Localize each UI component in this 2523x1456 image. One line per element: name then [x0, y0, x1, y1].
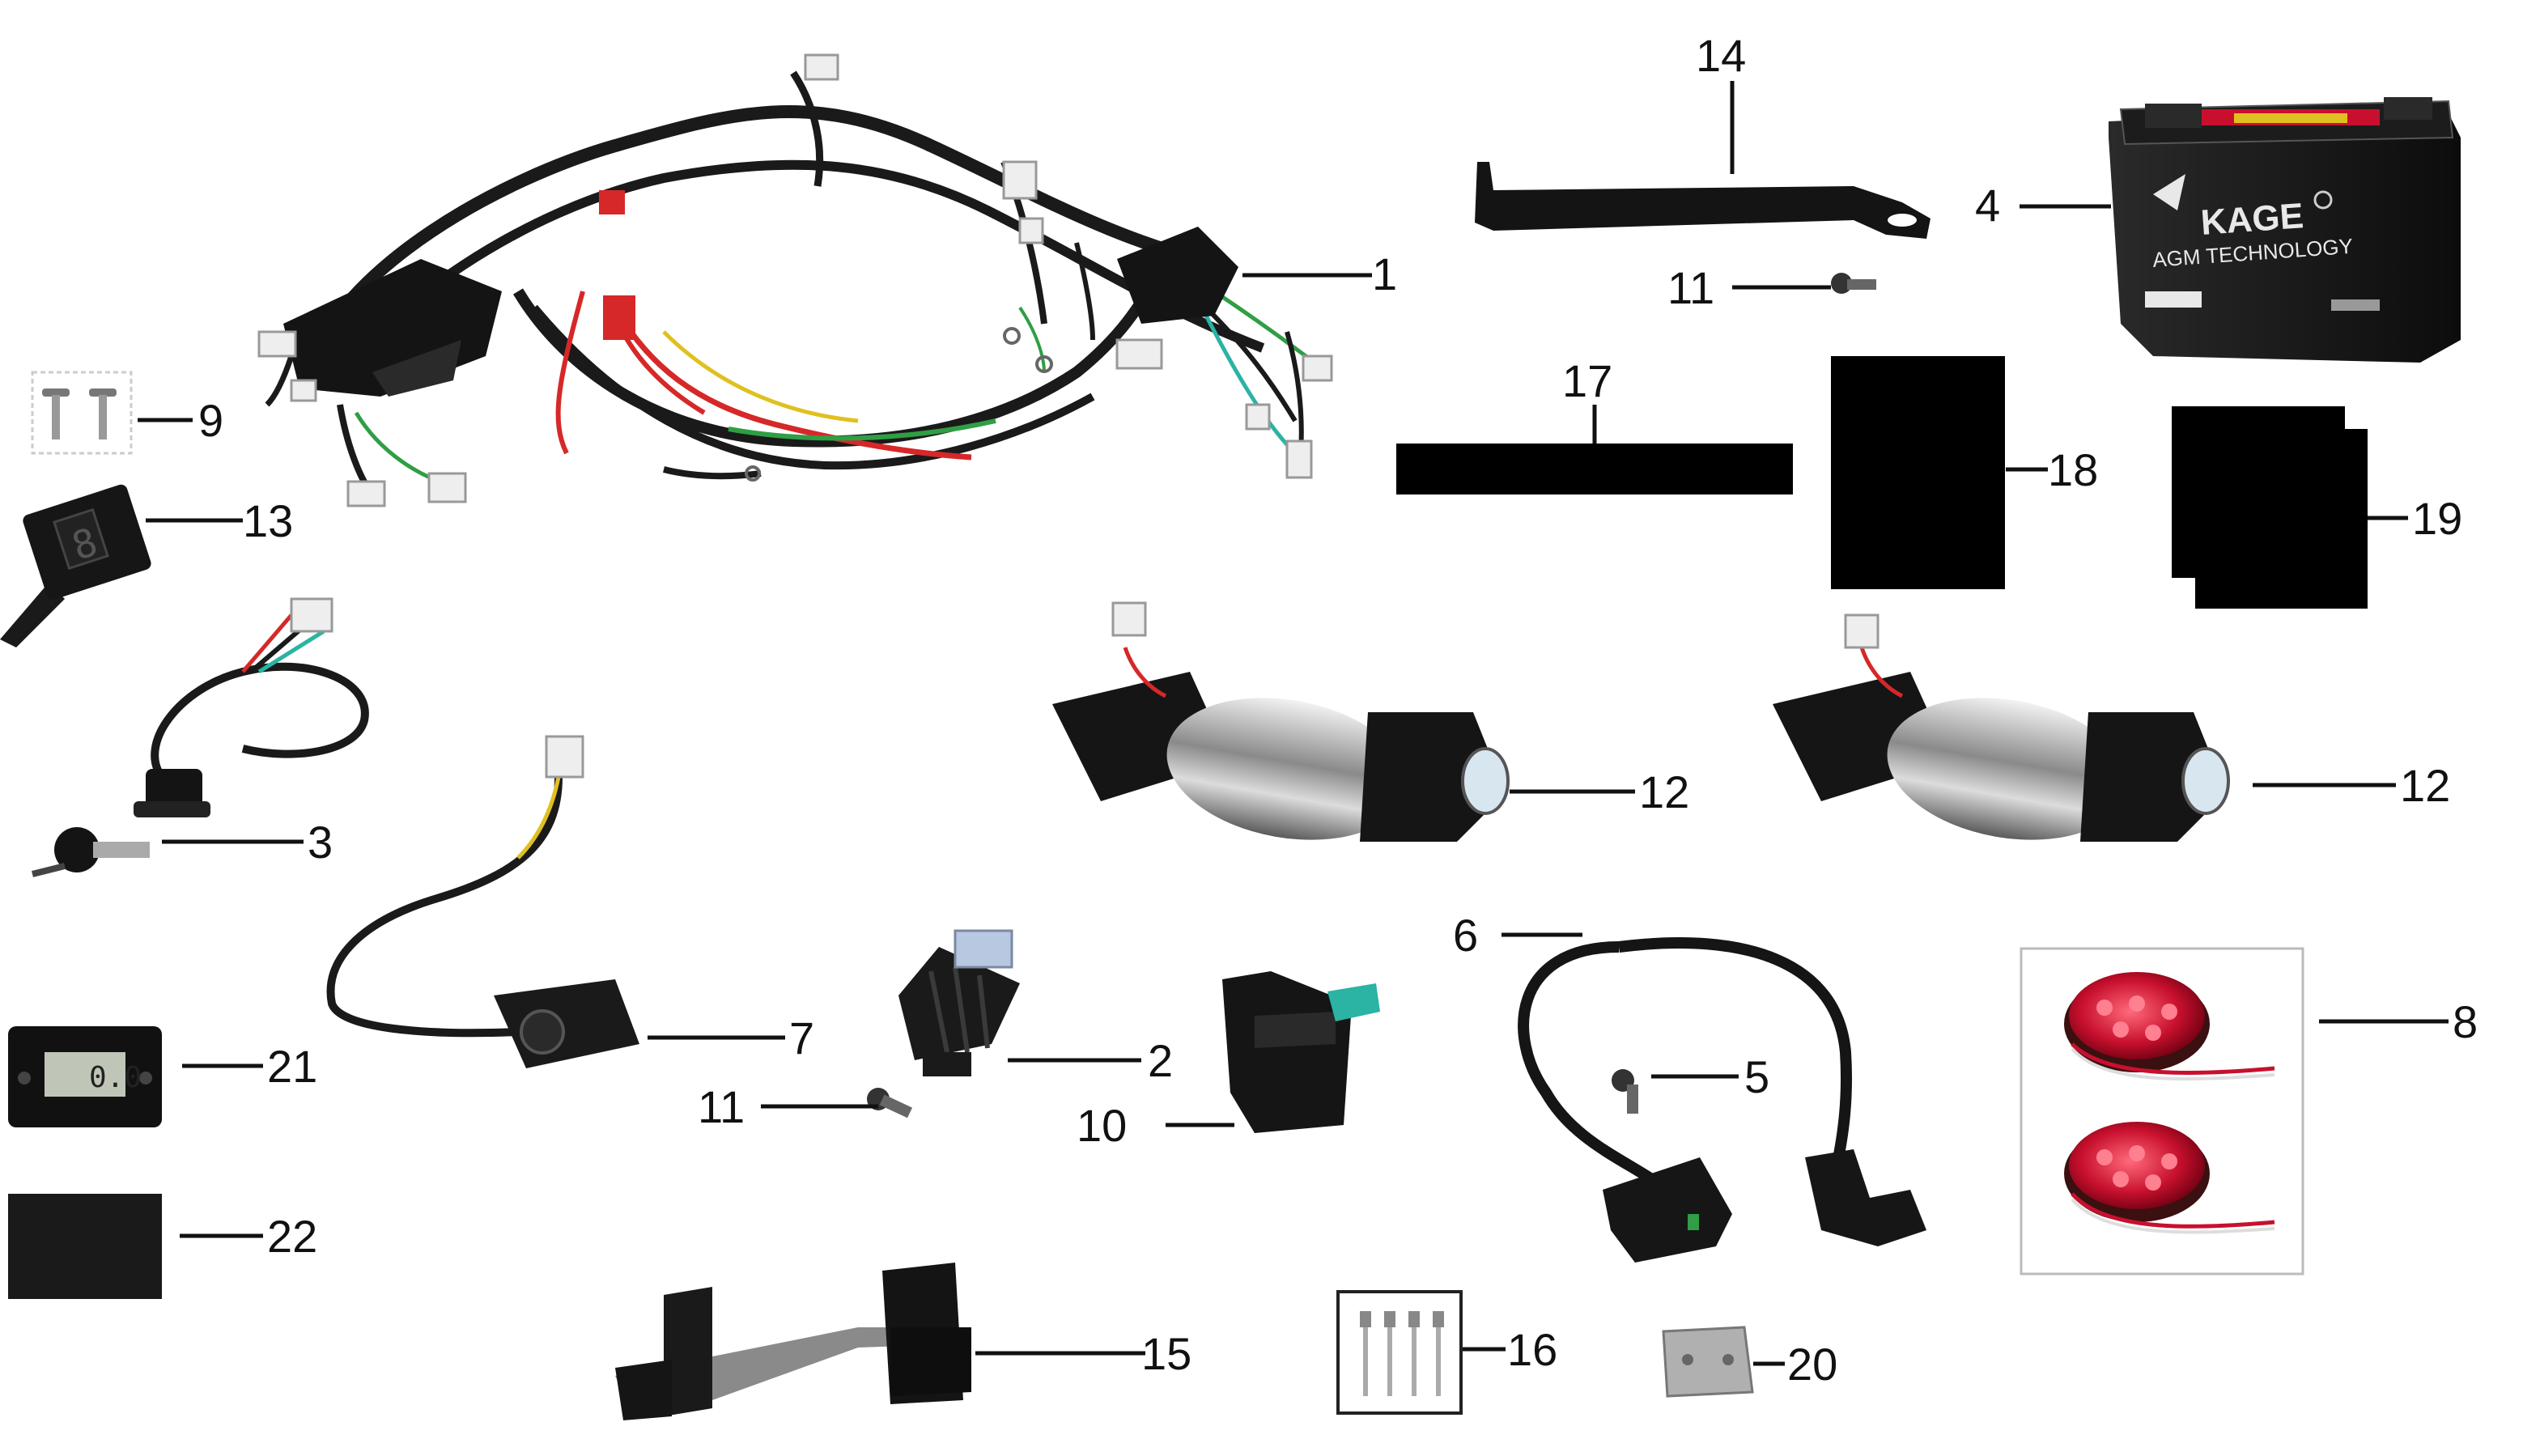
callout-17: 17 — [1562, 355, 1612, 406]
callout-2: 2 — [1148, 1035, 1173, 1086]
headlight-part-12-right — [1773, 613, 2230, 842]
ignition-switch-part-3 — [32, 597, 369, 877]
hour-meter-reading: 0.0 — [89, 1061, 142, 1094]
callout-12-right: 12 — [2400, 760, 2450, 811]
callout-13: 13 — [243, 495, 293, 546]
callout-14: 14 — [1696, 30, 1746, 81]
part-19-blocks — [2172, 406, 2368, 609]
sensor-part-7 — [326, 735, 639, 1068]
cdi-part-10 — [1222, 971, 1380, 1133]
regulator-part-2 — [898, 929, 1020, 1076]
callout-16: 16 — [1507, 1324, 1557, 1375]
callout-7: 7 — [789, 1012, 814, 1063]
tail-lights-part-8 — [2020, 947, 2304, 1276]
callout-8: 8 — [2453, 996, 2478, 1047]
callout-22: 22 — [267, 1211, 317, 1262]
callout-18: 18 — [2048, 444, 2098, 495]
battery-brand: KAGE — [2199, 196, 2304, 243]
rivets-part-16 — [1336, 1290, 1463, 1415]
callout-12-left: 12 — [1639, 766, 1689, 817]
callout-20: 20 — [1787, 1339, 1837, 1390]
callout-11-lower: 11 — [698, 1081, 745, 1132]
hour-meter-part-21: 0.0 — [8, 1026, 162, 1127]
part-18-block — [1831, 356, 2005, 589]
leader-lines — [138, 81, 2449, 1366]
bracket-part-15 — [615, 1263, 971, 1420]
callout-9: 9 — [198, 395, 223, 446]
bolt-part-5 — [1612, 1069, 1638, 1114]
callout-11-upper: 11 — [1667, 262, 1714, 313]
pad-part-22 — [8, 1194, 162, 1299]
callout-4: 4 — [1975, 180, 2000, 231]
wiring-harness-part-1 — [257, 53, 1333, 507]
callout-19: 19 — [2412, 493, 2462, 544]
ignition-coil-part-6 — [1518, 937, 1926, 1263]
callout-5: 5 — [1744, 1051, 1769, 1102]
plate-part-20 — [1662, 1326, 1754, 1398]
battery-part-4: KAGE AGM TECHNOLOGY — [2109, 97, 2461, 363]
part-17-strip — [1396, 444, 1793, 495]
bolt-part-11-lower — [867, 1088, 912, 1119]
gear-indicator-part-13: 8 — [0, 484, 151, 647]
screws-part-9 — [31, 371, 133, 455]
bolt-part-11-upper — [1831, 273, 1876, 294]
callout-21: 21 — [267, 1041, 317, 1092]
callout-3: 3 — [308, 817, 333, 868]
callout-6: 6 — [1453, 910, 1478, 961]
headlight-part-12-left — [1052, 601, 1510, 842]
callout-1: 1 — [1372, 248, 1397, 299]
callout-10: 10 — [1077, 1100, 1127, 1151]
battery-strap-part-14 — [1475, 162, 1930, 239]
callout-15: 15 — [1141, 1328, 1191, 1379]
